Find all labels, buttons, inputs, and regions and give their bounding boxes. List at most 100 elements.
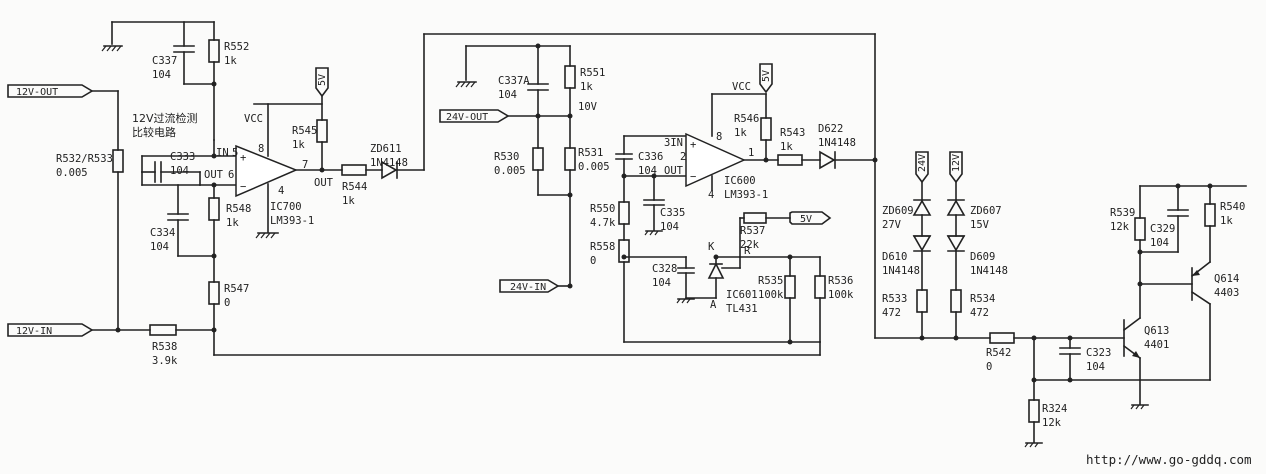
d622-ref: D622	[818, 123, 843, 135]
r552-value: 1k	[224, 55, 237, 67]
c328-ref: C328	[652, 263, 677, 275]
block-title-line1: 12V过流检测	[132, 111, 198, 125]
ic600-pin-3in: 3IN	[664, 137, 683, 149]
r543-ref: R543	[780, 127, 805, 139]
q613-ref: Q613	[1144, 325, 1169, 337]
ic700-pin-6: 6	[228, 169, 234, 181]
net-tag-24v-out: 24V-OUT	[439, 109, 510, 123]
c337a-ref: C337A	[498, 75, 530, 87]
r546-ref: R546	[734, 113, 759, 125]
ic700-pin-5: 5	[232, 147, 238, 159]
c335-value: 104	[660, 221, 679, 233]
r539-value: 12k	[1110, 221, 1130, 233]
q613-value: 4401	[1144, 339, 1169, 351]
r540-value: 1k	[1220, 215, 1233, 227]
r547-ref: R547	[224, 283, 249, 295]
ic700-pin-8: 8	[258, 143, 264, 155]
ic700-pin-7: 7	[302, 159, 308, 171]
r536-ref: R536	[828, 275, 853, 287]
r533-value: 472	[882, 307, 901, 319]
r548-value: 1k	[226, 217, 239, 229]
zd611-ref: ZD611	[370, 143, 402, 155]
r534-ref: R534	[970, 293, 995, 305]
ic601-value: TL431	[726, 303, 758, 315]
out-label-left: OUT	[314, 177, 334, 189]
ic700-value: LM393-1	[270, 215, 314, 227]
ic700-pin-out: OUT	[204, 169, 224, 181]
ic600-pin-2: 2	[680, 151, 686, 163]
block-title-line2: 比较电路	[132, 125, 176, 139]
r324-value: 12k	[1042, 417, 1062, 429]
left-section-wiring	[91, 21, 876, 356]
c323-ref: C323	[1086, 347, 1111, 359]
ic700-comparator: + −	[235, 144, 298, 198]
ic600-comparator: + −	[685, 132, 746, 188]
r537-ref: R537	[740, 225, 765, 237]
24v-in-label: 24V-IN	[510, 282, 546, 293]
tl431-pin-r: R	[744, 245, 751, 257]
vcc-label-middle: VCC	[732, 81, 751, 93]
zd607-value: 15V	[970, 219, 990, 231]
r537-value: 22k	[740, 239, 760, 251]
zd607-ref: ZD607	[970, 205, 1002, 217]
r532-ref: R532/R533	[56, 153, 113, 165]
5v-tag-middle: 5V	[759, 63, 773, 94]
r324-ref: R324	[1042, 403, 1067, 415]
tl431-pin-k: K	[708, 241, 715, 253]
r534-value: 472	[970, 307, 989, 319]
q614-value: 4403	[1214, 287, 1239, 299]
svg-text:−: −	[690, 171, 696, 183]
zd609-ref: ZD609	[882, 205, 914, 217]
r544-value: 1k	[342, 195, 355, 207]
r544-ref: R544	[342, 181, 367, 193]
c334-ref: C334	[150, 227, 175, 239]
r545-value: 1k	[292, 139, 305, 151]
r551-ref: R551	[580, 67, 605, 79]
ic601-ref: IC601	[726, 289, 758, 301]
r538-ref: R538	[152, 341, 177, 353]
r532-value: 0.005	[56, 167, 88, 179]
ic600-pin-1: 1	[748, 147, 754, 159]
5v-label: 5V	[761, 70, 772, 82]
r530-ref: R530	[494, 151, 519, 163]
svg-text:−: −	[240, 181, 246, 193]
r552-ref: R552	[224, 41, 249, 53]
watermark-url: http://www.go-gddq.com	[1086, 452, 1252, 467]
c337a-value: 104	[498, 89, 517, 101]
net-tag-12v-in: 12V-IN	[7, 323, 94, 337]
r551-value: 1k	[580, 81, 593, 93]
r550-ref: R550	[590, 203, 615, 215]
r533-ref: R533	[882, 293, 907, 305]
vcc-label-left: VCC	[244, 113, 263, 125]
c335-ref: C335	[660, 207, 685, 219]
tl431-pin-a: A	[710, 299, 717, 311]
c337-ref: C337	[152, 55, 177, 67]
c329-value: 104	[1150, 237, 1169, 249]
r546-value: 1k	[734, 127, 747, 139]
c333-value: 104	[170, 165, 189, 177]
ic700-pin-4: 4	[278, 185, 284, 197]
5v-tag-r537: 5V	[789, 211, 832, 225]
r539-ref: R539	[1110, 207, 1135, 219]
zd609-value: 27V	[882, 219, 902, 231]
r547-value: 0	[224, 297, 230, 309]
c333-ref: C333	[170, 151, 195, 163]
r536-value: 100k	[828, 289, 854, 301]
d610-ref: D610	[882, 251, 907, 263]
24v-out-label: 24V-OUT	[446, 112, 488, 123]
ic700-ref: IC700	[270, 201, 302, 213]
c323-value: 104	[1086, 361, 1105, 373]
12v-out-label: 12V-OUT	[16, 87, 58, 98]
r542-ref: R542	[986, 347, 1011, 359]
zd611-value: 1N4148	[370, 157, 408, 169]
svg-text:+: +	[690, 139, 696, 151]
q614-ref: Q614	[1214, 273, 1239, 285]
right-section-wiring	[874, 33, 1247, 448]
d609-ref: D609	[970, 251, 995, 263]
r543-value: 1k	[780, 141, 793, 153]
24v-tag: 24V	[915, 151, 929, 184]
ic600-value: LM393-1	[724, 189, 768, 201]
c329-ref: C329	[1150, 223, 1175, 235]
